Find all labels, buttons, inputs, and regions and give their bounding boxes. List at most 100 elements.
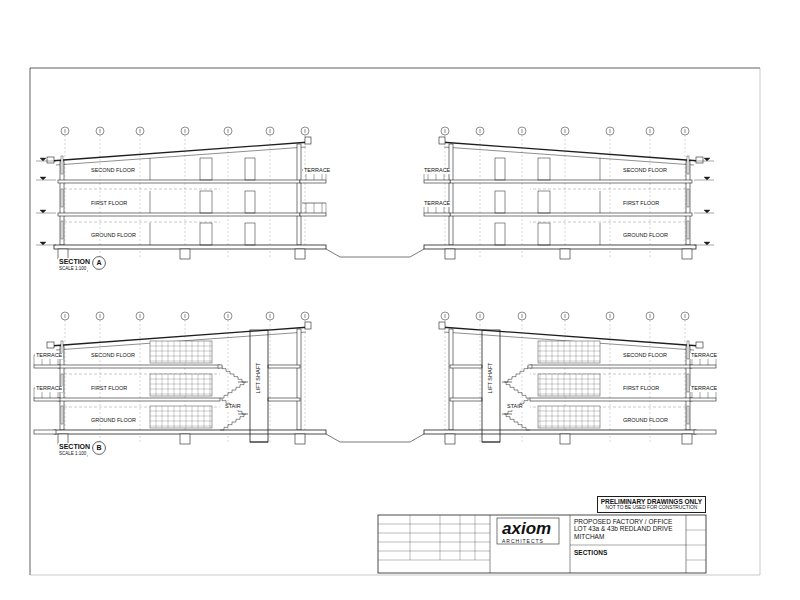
room-label: TERRACE bbox=[35, 386, 63, 392]
glazing-mullion bbox=[210, 341, 211, 363]
grid-bubble-tick bbox=[185, 129, 186, 133]
logo-subtitle: ARCHITECTS bbox=[502, 539, 551, 545]
grid-line bbox=[185, 135, 186, 259]
footing bbox=[682, 249, 692, 259]
glazing-transom bbox=[150, 394, 212, 395]
grid-line bbox=[445, 135, 446, 259]
window bbox=[61, 406, 63, 424]
grid-bubble bbox=[606, 127, 614, 135]
floor-slab bbox=[530, 398, 692, 401]
room-label: GROUND FLOOR bbox=[90, 418, 137, 424]
grid-bubble-tick bbox=[65, 314, 66, 318]
stamp-heading: PRELIMINARY DRAWINGS ONLY bbox=[601, 498, 702, 505]
glazing-transom bbox=[150, 379, 212, 380]
grid-bubble bbox=[681, 312, 689, 320]
ceiling-line bbox=[64, 222, 220, 223]
grid-bubble bbox=[61, 312, 69, 320]
external-wall bbox=[297, 329, 301, 430]
lift-shaft bbox=[482, 330, 500, 442]
roof-ceiling bbox=[444, 147, 694, 165]
title-block-row bbox=[686, 545, 706, 546]
glazing-transom bbox=[538, 411, 600, 412]
grid-bubble-tick bbox=[480, 314, 481, 318]
marker-outline bbox=[93, 442, 106, 455]
glazing-mullion bbox=[558, 406, 559, 428]
level-marker bbox=[36, 245, 56, 246]
revision-row bbox=[378, 524, 490, 525]
glazing-transom bbox=[538, 379, 600, 380]
grid-bubble-tick bbox=[650, 314, 651, 318]
grid-bubble-tick bbox=[270, 129, 271, 133]
stair-flight bbox=[506, 382, 530, 398]
grid-line bbox=[610, 320, 611, 444]
room-label: TERRACE bbox=[35, 353, 63, 359]
external-wall bbox=[297, 144, 301, 245]
balustrade-post bbox=[322, 203, 323, 213]
glazing-transom bbox=[538, 426, 600, 427]
glazing-mullion bbox=[564, 406, 565, 428]
gutter bbox=[439, 322, 445, 329]
grid-line bbox=[685, 320, 686, 444]
glazing-panel bbox=[538, 406, 600, 428]
glazing-mullion bbox=[192, 406, 193, 428]
glazing-mullion bbox=[186, 341, 187, 363]
grid-line bbox=[305, 320, 306, 444]
terrace-slab bbox=[690, 398, 716, 401]
grid-bubble-tick bbox=[685, 314, 686, 318]
roof-sheeting bbox=[440, 142, 700, 161]
ground-slab bbox=[54, 245, 326, 249]
door bbox=[495, 191, 505, 213]
glazing-mullion bbox=[582, 374, 583, 396]
grid-bubble-tick bbox=[685, 129, 686, 133]
grid-line bbox=[610, 135, 611, 259]
revision-column bbox=[475, 515, 476, 560]
level-marker bbox=[36, 180, 56, 181]
glazing-panel bbox=[150, 341, 212, 363]
glazing-mullion bbox=[552, 406, 553, 428]
grid-bubble-tick bbox=[522, 314, 523, 318]
gutter bbox=[696, 342, 703, 348]
glazing-transom bbox=[538, 361, 600, 362]
stamp-note: NOT TO BE USED FOR CONSTRUCTION bbox=[601, 505, 702, 511]
revision-column bbox=[460, 515, 461, 560]
section-marker: A bbox=[92, 256, 106, 270]
grid-bubble-tick bbox=[100, 129, 101, 133]
floor-slab bbox=[450, 213, 692, 216]
glazing-transom bbox=[150, 384, 212, 385]
room-label: GROUND FLOOR bbox=[622, 418, 669, 424]
footing bbox=[295, 249, 305, 259]
glazing-transom bbox=[150, 346, 212, 347]
grid-bubble-tick bbox=[445, 314, 446, 318]
floor-slab bbox=[450, 180, 692, 183]
glazing-transom bbox=[538, 356, 600, 357]
project-name: PROPOSED FACTORY / OFFICE LOT 43a & 43b … bbox=[574, 518, 684, 540]
glazing-mullion bbox=[546, 406, 547, 428]
terrace-slab bbox=[424, 213, 450, 216]
driveway-ground-line bbox=[326, 249, 424, 257]
lift-shaft bbox=[250, 330, 268, 442]
title-block-divider bbox=[686, 515, 687, 573]
room-label: STAIR bbox=[224, 404, 242, 410]
glazing-mullion bbox=[588, 406, 589, 428]
grid-bubble-tick bbox=[565, 129, 566, 133]
grid-bubble-tick bbox=[480, 129, 481, 133]
gutter bbox=[47, 342, 54, 348]
glazing-mullion bbox=[168, 406, 169, 428]
logo-word: axiom bbox=[502, 519, 551, 539]
gutter bbox=[47, 157, 54, 163]
room-label: FIRST FLOOR bbox=[90, 201, 128, 207]
window bbox=[687, 374, 689, 392]
title-block-row bbox=[686, 560, 706, 561]
title-block-row bbox=[686, 530, 706, 531]
room-label: STAIR bbox=[506, 404, 524, 410]
glazing-mullion bbox=[210, 406, 211, 428]
glazing-mullion bbox=[588, 374, 589, 396]
stair-flight bbox=[222, 398, 246, 414]
footing bbox=[445, 434, 455, 444]
glazing-panel bbox=[150, 406, 212, 428]
marker-outline bbox=[93, 257, 106, 270]
window bbox=[61, 156, 63, 174]
revision-row bbox=[378, 560, 490, 561]
terrace-slab bbox=[424, 180, 450, 183]
floor-slab bbox=[450, 398, 482, 401]
